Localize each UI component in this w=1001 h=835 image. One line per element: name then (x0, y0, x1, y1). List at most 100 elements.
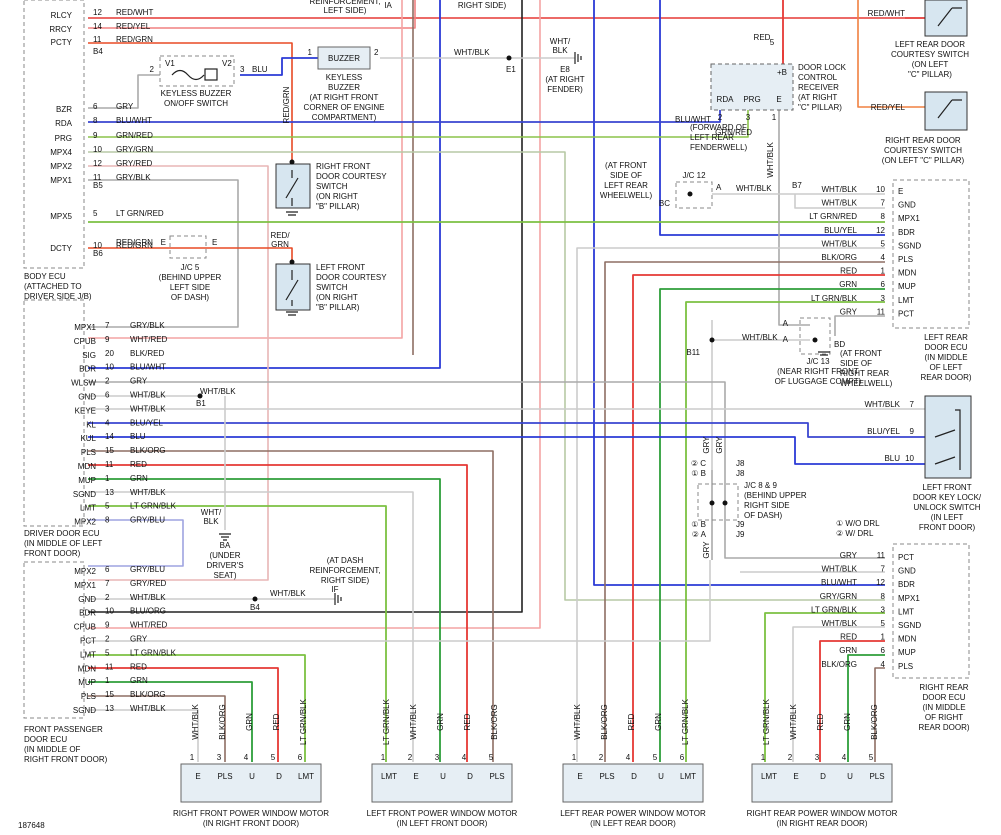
driver-ecu-wire-11: GRN (130, 474, 148, 483)
fp-ecu-pin-num-10: 13 (105, 704, 114, 713)
motor-0-loc: (IN RIGHT FRONT DOOR) (203, 819, 299, 828)
motor-1-wire-3: RED (463, 713, 472, 730)
motor-3-pin-num-0: 1 (761, 753, 766, 762)
buzzer-pin1: 1 (308, 48, 313, 57)
receiver-rda-wire: BLU/WHT (675, 115, 711, 124)
body-ecu-pin-num-12: 10 (93, 241, 102, 250)
body-ecu-pin-num-0: 12 (93, 8, 102, 17)
motor-0-wire-4: LT GRN/BLK (299, 698, 308, 745)
body-ecu-pin-name-7: MPX4 (50, 148, 72, 157)
fp-ecu-box (23, 561, 85, 719)
lr-ecu-caption-line-3: OF LEFT (930, 363, 963, 372)
wire-rr-sgnd (792, 626, 885, 762)
keyless-pin3: 3 (240, 65, 245, 74)
fp-ecu-wire-3: BLU/ORG (130, 607, 166, 616)
wire-rr-pct (724, 535, 885, 559)
fp-ecu-wire-6: LT GRN/BLK (130, 648, 177, 657)
driver-ecu-wire-2: BLK/RED (130, 349, 164, 358)
wire-red-yel (88, 0, 416, 29)
lr-ecu-wire-1: WHT/BLK (821, 199, 857, 208)
motor-3-pin-num-4: 5 (869, 753, 874, 762)
lr-ecu-pin-name-2: MPX1 (898, 214, 920, 223)
e8-wire-a: WHT/ (550, 37, 571, 46)
rf-courtesy-caption-line-1: DOOR COURTESY (316, 172, 387, 181)
lf-courtesy-caption-line-4: "B" PILLAR) (316, 303, 360, 312)
motor-0-pin-name-2: U (249, 772, 255, 781)
motor-box-2 (562, 763, 704, 803)
receiver-caption-line-4: "C" PILLAR) (798, 103, 842, 112)
body-ecu-pin-name-2: PCTY (51, 38, 73, 47)
e8-wire-b: BLK (552, 46, 568, 55)
motor-1-pin-num-2: 3 (435, 753, 440, 762)
lr-ecu-pin-name-0: E (898, 187, 903, 196)
fp-ecu-pin-num-2: 2 (105, 593, 110, 602)
wire-top-black (88, 0, 523, 613)
body-ecu-wire-5: BLU/WHT (116, 116, 152, 125)
ba-caption-line-2: DRIVER'S (206, 561, 243, 570)
jc12-side-caption-line-3: WHEELWELL) (600, 191, 653, 200)
driver-ecu-box (23, 299, 85, 527)
jc12-bc: BC (659, 199, 670, 208)
lf-switch-pin-1: 9 (910, 427, 915, 436)
figure-id: 187648 (18, 821, 45, 830)
ba-wire-a: WHT/ (201, 508, 222, 517)
fp-ecu-pin-name-1: MPX1 (74, 581, 96, 590)
body-ecu-pin-name-8: MPX2 (50, 162, 72, 171)
jc5-caption-line-3: OF DASH) (171, 293, 210, 302)
lr-ecu-pin-num-9: 11 (877, 307, 886, 316)
rr-ecu-wire-6: RED (840, 633, 857, 642)
body-ecu-caption-line-0: BODY ECU (24, 272, 66, 281)
b1-label: B1 (196, 399, 206, 408)
motor-1-pin-name-3: D (467, 772, 473, 781)
driver-ecu-pin-name-4: WLSW (71, 379, 96, 388)
motor-0-pin-name-1: PLS (217, 772, 232, 781)
rr-ecu-pin-name-5: SGND (898, 621, 921, 630)
lr-ecu-pin-num-4: 5 (881, 239, 886, 248)
motor-2-pin-name-0: E (577, 772, 582, 781)
lr-ecu-pin-num-8: 3 (881, 294, 886, 303)
lr-ecu-wire-7: GRN (839, 280, 857, 289)
jc89-caption-line-2: RIGHT SIDE (744, 501, 790, 510)
body-ecu-pin-num-8: 12 (93, 159, 102, 168)
rf-courtesy-caption-line-4: "B" PILLAR) (316, 202, 360, 211)
lf-courtesy-switch (275, 263, 311, 311)
driver-ecu-caption-line-1: (IN MIDDLE OF LEFT (24, 539, 102, 548)
fp-ecu-pin-num-8: 1 (105, 676, 110, 685)
motor-0-pin-num-2: 4 (244, 753, 249, 762)
motor-1-pin-num-3: 4 (462, 753, 467, 762)
motor-3-wire-1: WHT/BLK (789, 704, 798, 740)
rf-courtesy-caption-line-3: (ON RIGHT (316, 192, 358, 201)
lr-ecu-pin-name-4: SGND (898, 241, 921, 250)
jc12-caption-line-1: LEFT REAR (690, 133, 734, 142)
jc12-a: A (716, 183, 722, 192)
rr-ecu-pin-num-1: 7 (881, 565, 886, 574)
driver-ecu-pin-num-0: 7 (105, 321, 110, 330)
jc89-b1-low: ① B (691, 520, 706, 529)
receiver-prg-wire: GRN/RED (715, 128, 752, 137)
body-ecu-wire-1: RED/YEL (116, 22, 151, 31)
fp-ecu-pin-num-4: 9 (105, 621, 110, 630)
receiver-b-wire: RED (754, 33, 771, 42)
body-ecu-pin-name-11: MPX5 (50, 212, 72, 221)
motor-0-pin-name-0: E (195, 772, 200, 781)
ba-caption-line-0: BA (220, 541, 231, 550)
body-ecu-wire-12: RED/GRN (116, 241, 153, 250)
fp-ecu-wire-7: RED (130, 662, 147, 671)
buzzer-out-wire: WHT/BLK (454, 48, 490, 57)
wire-top-orange (857, 0, 925, 108)
wire-drv-mup (88, 478, 441, 762)
body-ecu-box (23, 0, 85, 269)
driver-ecu-pin-name-12: SGND (73, 490, 96, 499)
motor-1-pin-num-1: 2 (408, 753, 413, 762)
receiver-caption-line-1: CONTROL (798, 73, 838, 82)
wire-mpx2 (88, 165, 269, 581)
wire-dcty (88, 247, 293, 262)
keyless-switch-caption-line-1: ON/OFF SWITCH (164, 99, 228, 108)
wire-lr-mup (659, 288, 885, 762)
receiver-prg: PRG (743, 95, 760, 104)
rr-ecu-box (892, 543, 970, 679)
motor-2-pin-name-4: LMT (680, 772, 696, 781)
lf-switch-wire-1: BLU/YEL (867, 427, 900, 436)
